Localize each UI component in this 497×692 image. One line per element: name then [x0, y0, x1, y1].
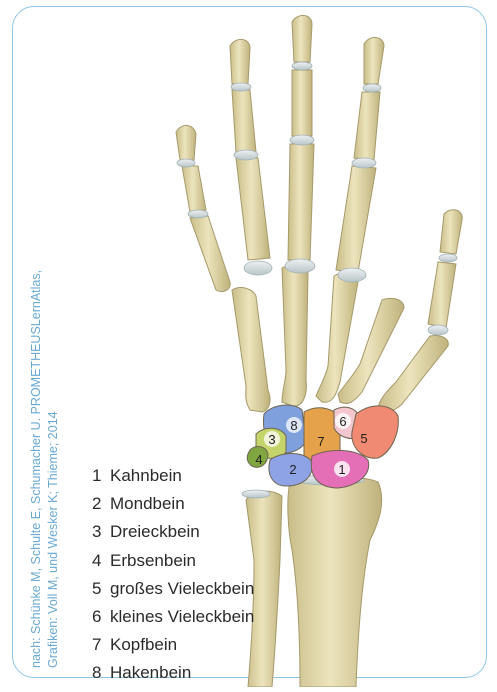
- finger-index: [336, 37, 384, 272]
- legend-number: 7: [92, 635, 110, 655]
- bone-legend: 1 Kahnbein 2 Mondbein 3 Dreieckbein 4 Er…: [92, 466, 254, 692]
- bone-number-6: 6: [339, 414, 346, 429]
- legend-number: 1: [92, 466, 110, 486]
- legend-number: 6: [92, 607, 110, 627]
- legend-item: 8 Hakenbein: [92, 663, 254, 691]
- legend-item: 2 Mondbein: [92, 494, 254, 522]
- bone-number-1: 1: [338, 462, 345, 477]
- bone-number-3: 3: [268, 432, 275, 447]
- bone-number-2: 2: [289, 462, 296, 477]
- legend-label: Erbsenbein: [110, 551, 196, 571]
- legend-item: 7 Kopfbein: [92, 635, 254, 663]
- legend-label: kleines Vieleckbein: [110, 607, 254, 627]
- legend-item: 1 Kahnbein: [92, 466, 254, 494]
- legend-label: Dreieckbein: [110, 522, 200, 542]
- bone-number-4: 4: [255, 452, 262, 467]
- legend-label: Mondbein: [110, 494, 185, 514]
- legend-item: 4 Erbsenbein: [92, 551, 254, 579]
- metacarpals: [232, 265, 448, 412]
- legend-number: 8: [92, 663, 110, 683]
- finger-little: [176, 125, 230, 291]
- legend-label: Hakenbein: [110, 663, 191, 683]
- bone-number-5: 5: [360, 431, 367, 446]
- legend-number: 2: [92, 494, 110, 514]
- legend-number: 5: [92, 579, 110, 599]
- legend-number: 3: [92, 522, 110, 542]
- finger-thumb: [428, 210, 462, 328]
- legend-item: 5 großes Vieleckbein: [92, 579, 254, 607]
- bone-number-8: 8: [290, 418, 297, 433]
- legend-label: Kopfbein: [110, 635, 177, 655]
- forearm-bones: [246, 477, 382, 687]
- bone-number-7: 7: [317, 434, 324, 449]
- legend-label: Kahnbein: [110, 466, 182, 486]
- legend-number: 4: [92, 551, 110, 571]
- legend-item: 3 Dreieckbein: [92, 522, 254, 550]
- finger-ring: [230, 39, 270, 260]
- legend-label: großes Vieleckbein: [110, 579, 254, 599]
- legend-item: 6 kleines Vieleckbein: [92, 607, 254, 635]
- radius: [288, 477, 382, 687]
